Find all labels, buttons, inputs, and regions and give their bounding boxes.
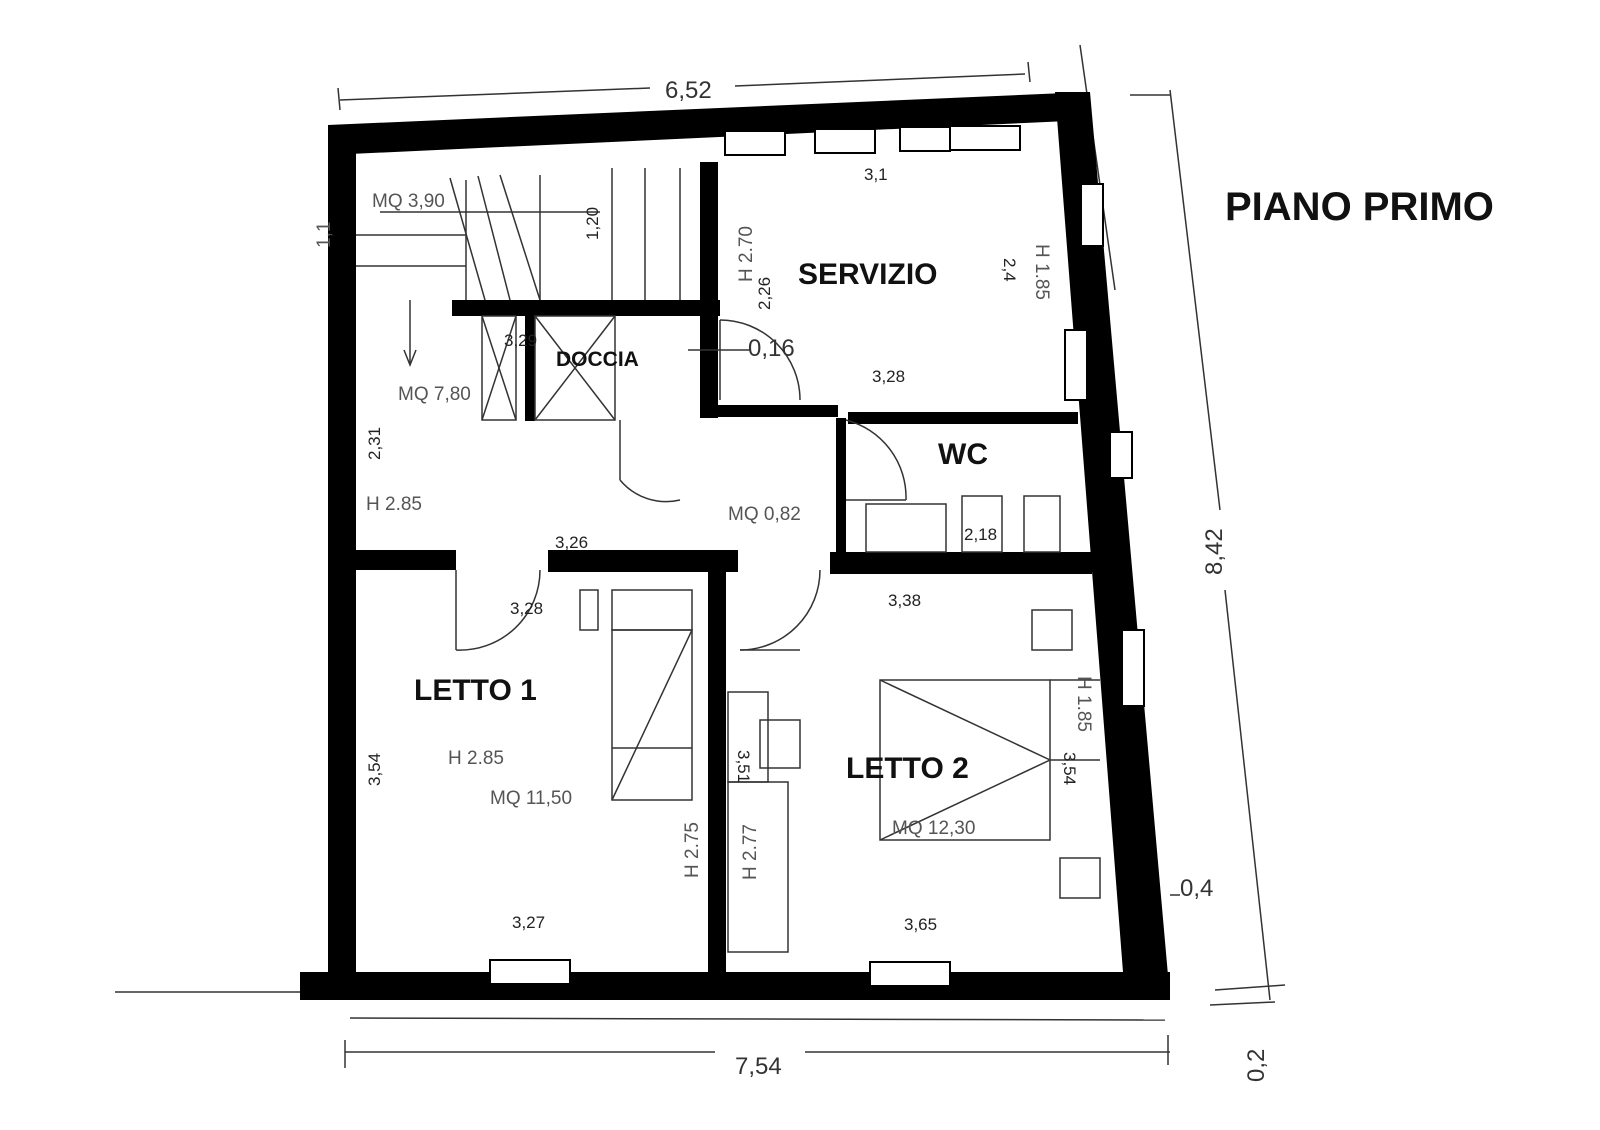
dim-letto1-left: 3,54 — [365, 753, 384, 786]
dim-right-small: 0,4 — [1180, 875, 1213, 902]
dim-stairs-height: 1,1 — [314, 222, 335, 248]
dimension-lines — [115, 44, 1286, 1068]
dim-servizio-top: 3,1 — [864, 165, 888, 184]
area-hall: MQ 7,80 — [398, 384, 471, 405]
dim-right: 8,42 — [1201, 528, 1228, 575]
room-wc-label: WC — [938, 438, 988, 471]
room-letto2-label: LETTO 2 — [846, 752, 969, 785]
dim-hall-left: 2,31 — [365, 427, 384, 460]
dim-top: 6,52 — [665, 77, 712, 104]
height-letto1-right: H 2.75 — [682, 822, 703, 878]
dim-wc-bottom: 2,18 — [964, 525, 997, 544]
dim-letto2-bottom: 3,65 — [904, 915, 937, 934]
room-servizio-label: SERVIZIO — [798, 258, 937, 291]
area-letto1: MQ 11,50 — [490, 788, 572, 809]
walls — [300, 92, 1170, 1000]
shower-boxes — [481, 315, 616, 421]
dim-servizio-left: 2,26 — [755, 277, 774, 310]
area-letto2: MQ 12,30 — [892, 818, 975, 839]
height-servizio-left: H 2.70 — [736, 226, 757, 282]
dim-stairs-width: 1,20 — [583, 207, 602, 240]
dim-letto2-top: 3,38 — [888, 591, 921, 610]
height-hall: H 2.85 — [366, 494, 422, 515]
stairs — [356, 168, 681, 368]
dim-bottom: 7,54 — [735, 1053, 782, 1080]
dim-letto1-top: 3,28 — [510, 599, 543, 618]
height-letto2-right: H 1.85 — [1073, 676, 1094, 732]
height-letto2-left: H 2.77 — [740, 824, 761, 880]
area-stairs: MQ 3,90 — [372, 191, 445, 212]
dim-right-bottom: 0,2 — [1243, 1049, 1270, 1082]
dim-servizio-bottom: 3,28 — [872, 367, 905, 386]
area-wc: MQ 0,82 — [728, 504, 801, 525]
dim-letto1-bottom: 3,27 — [512, 913, 545, 932]
dim-letto2-right: 3,54 — [1060, 752, 1079, 785]
room-doccia-label: DOCCIA — [556, 348, 639, 371]
dim-hall-bottom: 3,26 — [555, 533, 588, 552]
windows — [489, 125, 1145, 987]
dim-servizio-right: 2,4 — [1000, 258, 1019, 282]
room-letto1-label: LETTO 1 — [414, 674, 537, 707]
dim-doccia: 3,29 — [504, 331, 537, 350]
floor-title: PIANO PRIMO — [1225, 185, 1494, 229]
dim-door-gap: 0,16 — [748, 335, 795, 362]
furniture — [579, 495, 1101, 953]
height-letto1: H 2.85 — [448, 748, 504, 769]
dim-letto1-right: 3,51 — [734, 750, 753, 783]
height-servizio-right: H 1.85 — [1031, 244, 1052, 300]
doors — [455, 319, 907, 651]
